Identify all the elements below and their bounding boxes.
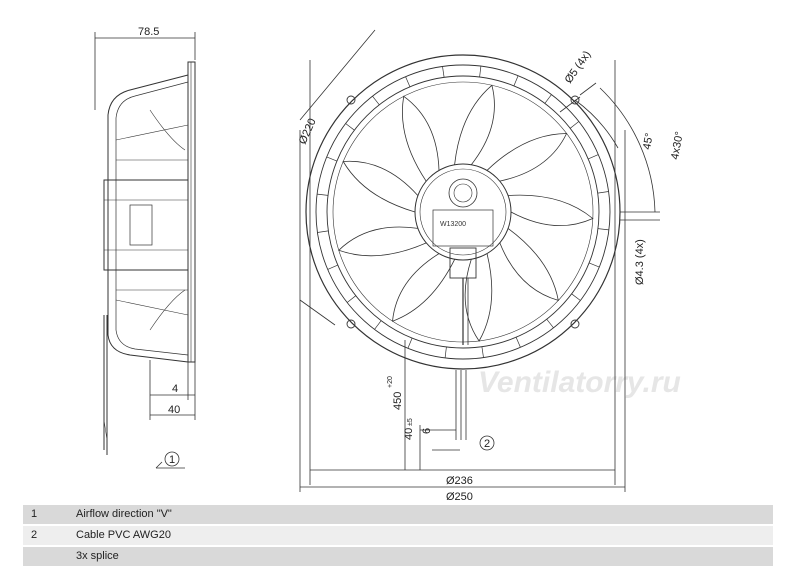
legend-row: 2 Cable PVC AWG20 [23,526,773,545]
legend-row: 3x splice [23,547,773,566]
callout-2-label: 2 [484,438,490,450]
legend-text: 3x splice [76,550,119,562]
housing-rib [407,337,413,349]
mounting-hole [346,95,356,105]
legend-text: Cable PVC AWG20 [76,529,171,541]
cable-connector [449,247,477,279]
legend-number: 1 [31,508,38,520]
side-motor [103,179,189,271]
legend-row: 1 Airflow direction "V" [23,505,773,524]
mounting-hole [570,95,580,105]
fan-blade [401,95,440,182]
hole43-label: Ø4.3 (4x) [634,239,646,285]
fan-blade [454,84,495,165]
housing-rib [345,123,355,131]
angle4x30-label: 4x30° [669,131,686,161]
mounting-hole [570,319,580,329]
housing-rib [442,66,445,78]
housing-rib [372,95,380,106]
callout-1-label: 1 [169,454,175,466]
front-view [305,54,621,370]
fan-blade [338,226,427,257]
legend-table: 1 Airflow direction "V" 2 Cable PVC AWG2… [23,505,773,568]
depth-label: 78.5 [138,26,159,38]
lead-40-label: 40 [403,428,415,440]
cable-450-tol: +20 [387,376,394,388]
housing-rib [597,191,609,194]
housing-rib [597,228,609,231]
housing-rib [326,156,338,162]
housing-rib [327,264,338,270]
housing-rib [588,262,600,268]
housing-rib [479,66,482,78]
housing-rib [515,337,521,348]
technical-drawing: Ventilatorry.ru 78.5 4 40 [94,26,686,500]
housing-rib [317,230,329,233]
side-housing [107,74,189,363]
callout-1-circle [164,451,180,467]
housing-rib [481,346,484,358]
housing-rib [569,121,580,129]
cable-450-label: 450 [392,392,404,410]
motor-hub [414,163,512,261]
fan-blade [499,228,559,301]
housing-rib [546,318,554,329]
angle45-label: 45° [641,132,656,150]
housing-rib [571,293,581,301]
hub-text: W13200 [440,221,466,228]
housing-rib [444,346,447,358]
side-view [103,61,196,455]
callout-2-circle [479,435,495,451]
d236-label: Ø236 [446,475,473,487]
mounting-hole [346,319,356,329]
hole5-label: Ø5 (4x) [563,49,594,86]
side-flange [187,61,196,363]
housing-rib [588,154,599,160]
d250-label: Ø250 [446,491,473,500]
strip-6-label: 6 [421,428,433,434]
legend-text: Airflow direction "V" [76,508,172,520]
fan-blade [392,253,456,322]
fan-blade [508,194,594,227]
hub-vent-icon [448,178,478,208]
watermark-text: Ventilatorry.ru [478,366,681,399]
housing-rib [513,75,519,87]
housing-rib [317,193,329,196]
fan-blade [464,253,493,342]
flange-label: 4 [172,383,178,395]
fan-blade [342,160,419,213]
lead-40-tol: ±5 [407,418,414,426]
legend-number: 2 [31,529,38,541]
inner-ring [326,75,600,349]
hub-label-plate [432,209,494,247]
offset-label: 40 [168,404,180,416]
housing-rib [405,76,411,87]
housing-rib [346,295,357,303]
fan-blade [486,133,568,182]
legend-number [23,547,76,566]
housing-rib [374,320,382,330]
housing-rib [544,94,552,104]
